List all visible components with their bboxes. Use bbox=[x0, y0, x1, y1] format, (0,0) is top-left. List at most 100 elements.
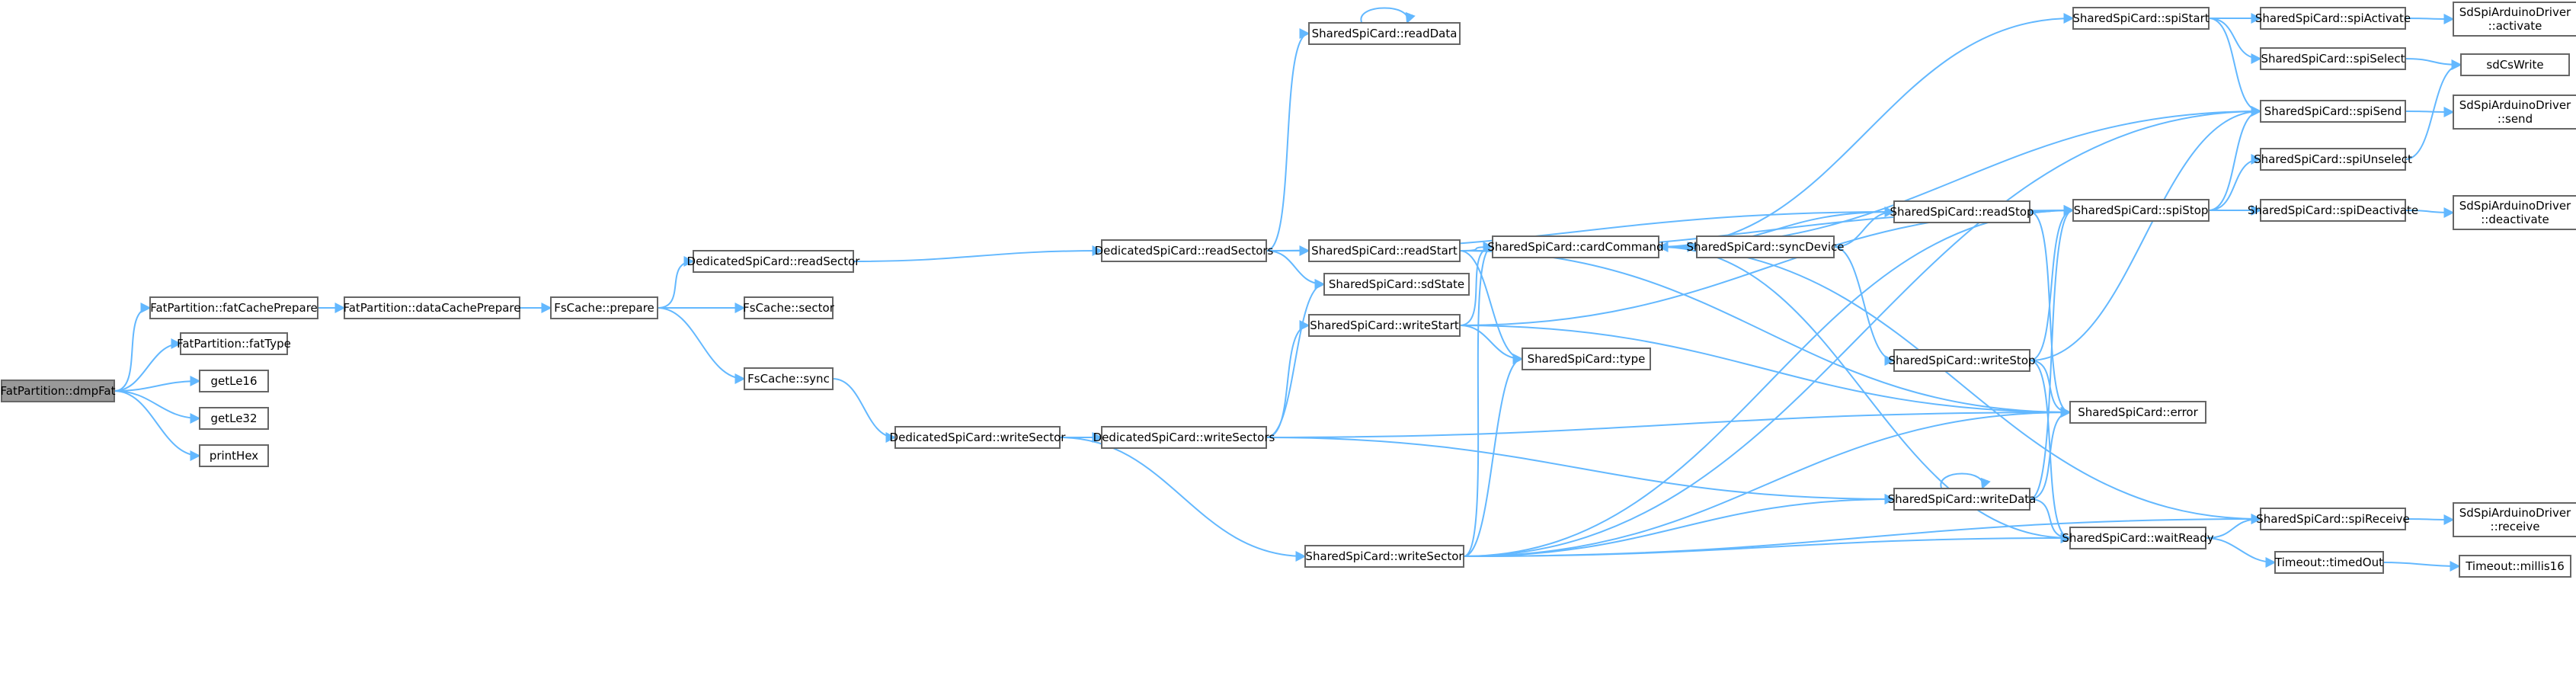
edge-writeSectorD-to-writeSectorS bbox=[1059, 437, 1307, 562]
node-writeSectorD[interactable]: DedicatedSpiCard::writeSector bbox=[890, 426, 1067, 449]
edge-writeSectors-to-writeStart bbox=[1266, 320, 1310, 438]
node-label: FsCache::sector bbox=[743, 301, 835, 315]
node-box bbox=[1893, 349, 2030, 372]
node-label: SdSpiArduinoDriver bbox=[2459, 506, 2571, 520]
node-spiStop[interactable]: SharedSpiCard::spiStop bbox=[2072, 199, 2210, 222]
node-box bbox=[1492, 235, 1659, 258]
node-label: SharedSpiCard::spiUnselect bbox=[2254, 152, 2412, 166]
node-writeData[interactable]: SharedSpiCard::writeData bbox=[1888, 488, 2037, 511]
edge-writeStop-to-spiSend bbox=[2029, 106, 2262, 361]
node-box bbox=[2453, 502, 2576, 537]
node-box bbox=[744, 296, 834, 319]
node-spiStart[interactable]: SharedSpiCard::spiStart bbox=[2072, 7, 2210, 30]
node-readStop[interactable]: SharedSpiCard::readStop bbox=[1890, 200, 2034, 223]
edge-spiStart-to-spiSend bbox=[2208, 18, 2262, 117]
node-readStart[interactable]: SharedSpiCard::readStart bbox=[1308, 239, 1461, 262]
edge-writeSectors-to-writeData bbox=[1266, 437, 1896, 504]
nodes-layer: FatPartition::dmpFat FatPartition::fatCac… bbox=[1, 2, 2576, 578]
node-label: SharedSpiCard::writeStop bbox=[1888, 354, 2035, 367]
edge-timedOut-to-millis16 bbox=[2382, 560, 2461, 572]
node-getLe32[interactable]: getLe32 bbox=[199, 407, 269, 430]
node-box bbox=[1308, 314, 1461, 337]
node-spiDeactivate[interactable]: SharedSpiCard::spiDeactivate bbox=[2248, 199, 2418, 222]
node-sdState[interactable]: SharedSpiCard::sdState bbox=[1323, 273, 1470, 296]
node-label: SharedSpiCard::sdState bbox=[1329, 277, 1464, 291]
node-box bbox=[2460, 53, 2570, 76]
node-readSectors[interactable]: DedicatedSpiCard::readSectors bbox=[1095, 239, 1274, 262]
node-spiActivate[interactable]: SharedSpiCard::spiActivate bbox=[2255, 7, 2411, 30]
edge-writeSectorS-to-spiReceive bbox=[1463, 514, 2262, 557]
node-label: SharedSpiCard::readStart bbox=[1311, 244, 1458, 258]
node-box bbox=[199, 370, 269, 392]
node-label: getLe32 bbox=[210, 412, 257, 425]
node-readData[interactable]: SharedSpiCard::readData bbox=[1308, 22, 1461, 45]
node-label: Timeout::timedOut bbox=[2274, 556, 2383, 569]
node-box bbox=[2260, 100, 2406, 123]
node-cardCommand[interactable]: SharedSpiCard::cardCommand bbox=[1487, 235, 1664, 258]
node-error[interactable]: SharedSpiCard::error bbox=[2069, 401, 2206, 424]
node-fatCachePrepare[interactable]: FatPartition::fatCachePrepare bbox=[149, 296, 318, 319]
edge-writeStart-to-spiStop bbox=[1459, 205, 2075, 326]
node-label: SharedSpiCard::spiStop bbox=[2074, 203, 2209, 217]
node-fatType[interactable]: FatPartition::fatType bbox=[177, 332, 291, 355]
node-box bbox=[1101, 426, 1267, 449]
edges-layer bbox=[114, 7, 2462, 572]
node-waitReady[interactable]: SharedSpiCard::waitReady bbox=[2062, 527, 2214, 549]
node-printHex[interactable]: printHex bbox=[199, 444, 269, 467]
edge-spiActivate-to-drvActivate bbox=[2405, 13, 2455, 24]
node-drvReceive[interactable]: SdSpiArduinoDriver::receive bbox=[2453, 502, 2576, 537]
edge-writeData-to-waitReady bbox=[2029, 498, 2072, 543]
node-sync[interactable]: FsCache::sync bbox=[744, 367, 834, 390]
node-syncDevice[interactable]: SharedSpiCard::syncDevice bbox=[1687, 235, 1845, 258]
node-label: SharedSpiCard::waitReady bbox=[2062, 531, 2213, 545]
node-spiReceive[interactable]: SharedSpiCard::spiReceive bbox=[2256, 508, 2410, 530]
node-drvSend[interactable]: SdSpiArduinoDriver::send bbox=[2453, 94, 2576, 130]
edge-writeSectorS-to-spiStop bbox=[1463, 205, 2075, 557]
node-box bbox=[1522, 348, 1651, 370]
node-label: SharedSpiCard::spiActivate bbox=[2255, 11, 2411, 25]
node-box bbox=[1, 380, 115, 402]
node-writeStop[interactable]: SharedSpiCard::writeStop bbox=[1888, 349, 2036, 372]
edge-writeSectorS-to-writeData bbox=[1463, 494, 1896, 557]
edge-writeData-to-spiStop bbox=[2029, 205, 2075, 500]
node-writeSectorS[interactable]: SharedSpiCard::writeSector bbox=[1304, 545, 1464, 568]
node-timedOut[interactable]: Timeout::timedOut bbox=[2274, 551, 2384, 574]
node-millis16[interactable]: Timeout::millis16 bbox=[2459, 555, 2571, 578]
node-drvDeactivate[interactable]: SdSpiArduinoDriver::deactivate bbox=[2453, 195, 2576, 230]
node-box bbox=[1308, 22, 1461, 45]
node-dmpFat[interactable]: FatPartition::dmpFat bbox=[1, 380, 116, 402]
node-prepare[interactable]: FsCache::prepare bbox=[550, 296, 658, 319]
node-box bbox=[2260, 7, 2406, 30]
node-sdCsWrite[interactable]: sdCsWrite bbox=[2460, 53, 2570, 76]
node-drvActivate[interactable]: SdSpiArduinoDriver::activate bbox=[2453, 2, 2576, 37]
node-label: SharedSpiCard::spiSend bbox=[2264, 104, 2402, 118]
node-writeSectors[interactable]: DedicatedSpiCard::writeSectors bbox=[1093, 426, 1275, 449]
edge-writeStop-to-waitReady bbox=[2029, 360, 2072, 543]
node-dataCachePrepare[interactable]: FatPartition::dataCachePrepare bbox=[343, 296, 521, 319]
node-box bbox=[2459, 555, 2571, 578]
edge-dmpFat-to-getLe32 bbox=[114, 390, 201, 424]
node-box bbox=[1308, 239, 1461, 262]
node-label: DedicatedSpiCard::writeSector bbox=[890, 431, 1067, 444]
edge-spiDeactivate-to-drvDeactivate bbox=[2405, 207, 2455, 218]
node-type[interactable]: SharedSpiCard::type bbox=[1522, 348, 1651, 370]
edge-cardCommand-to-waitReady bbox=[1658, 246, 2072, 543]
node-spiUnselect[interactable]: SharedSpiCard::spiUnselect bbox=[2254, 148, 2412, 171]
node-readSector[interactable]: DedicatedSpiCard::readSector bbox=[687, 250, 861, 273]
edge-dmpFat-to-getLe16 bbox=[114, 376, 201, 392]
node-box bbox=[2072, 7, 2210, 30]
node-getLe16[interactable]: getLe16 bbox=[199, 370, 269, 392]
node-label: SharedSpiCard::syncDevice bbox=[1687, 240, 1845, 254]
node-box bbox=[2072, 199, 2210, 222]
node-sector[interactable]: FsCache::sector bbox=[743, 296, 835, 319]
node-spiSelect[interactable]: SharedSpiCard::spiSelect bbox=[2260, 47, 2406, 70]
node-writeStart[interactable]: SharedSpiCard::writeStart bbox=[1308, 314, 1461, 337]
node-label: FatPartition::fatType bbox=[177, 337, 291, 351]
node-spiSend[interactable]: SharedSpiCard::spiSend bbox=[2260, 100, 2406, 123]
node-box bbox=[2453, 2, 2576, 37]
node-label: ::receive bbox=[2491, 520, 2540, 533]
node-box bbox=[199, 407, 269, 430]
edge-spiStop-to-spiUnselect bbox=[2208, 154, 2262, 211]
node-label: ::activate bbox=[2488, 19, 2542, 33]
